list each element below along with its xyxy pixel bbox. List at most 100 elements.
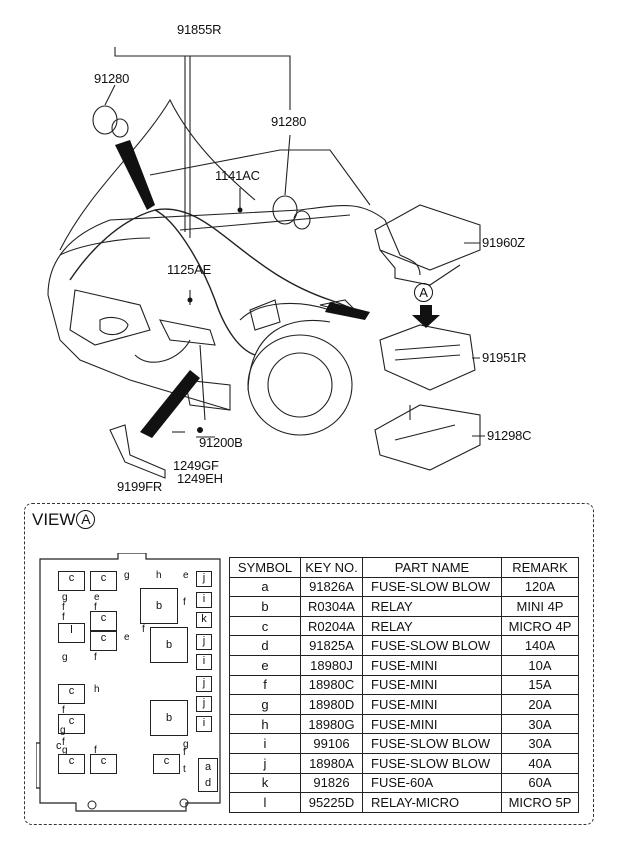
header-part-name: PART NAME [362, 557, 502, 578]
mini-fuse: g [60, 725, 66, 736]
wiring-diagram-illustration [47, 47, 485, 479]
cell-remark: 15A [501, 674, 579, 696]
mini-fuse: g [183, 739, 189, 750]
fuse-right-col: i [196, 654, 212, 670]
cell-symbol: j [229, 752, 301, 774]
cell-key-no: R0204A [300, 615, 363, 637]
cell-symbol: i [229, 733, 301, 754]
cell-symbol: d [229, 635, 301, 656]
mini-fuse: f [94, 602, 97, 613]
fuse-block: c [153, 754, 180, 774]
cell-symbol: a [229, 576, 301, 598]
fuse-box-outline [36, 553, 224, 815]
callout-1141AC: 1141AC [215, 168, 260, 183]
cell-key-no: 91826A [300, 576, 363, 598]
cell-part-name: FUSE-MINI [362, 654, 502, 676]
table-header-row: SYMBOL KEY NO. PART NAME REMARK [229, 557, 579, 578]
cell-remark: 20A [501, 694, 579, 715]
cell-key-no: 99106 [300, 733, 363, 754]
mini-fuse: f [62, 612, 65, 623]
cell-part-name: FUSE-SLOW BLOW [362, 635, 502, 656]
cell-remark: MICRO 5P [501, 792, 579, 813]
relay-block: b [150, 700, 188, 736]
view-a-panel [24, 503, 594, 825]
header-key-no: KEY NO. [300, 557, 363, 578]
header-remark: REMARK [501, 557, 579, 578]
fuse-a: a [204, 761, 212, 773]
callout-91200B: 91200B [199, 435, 243, 450]
cell-remark: MINI 4P [501, 596, 579, 617]
callout-1249EH: 1249EH [177, 471, 223, 486]
fuse-right-col: i [196, 716, 212, 732]
cell-key-no: 18980A [300, 752, 363, 774]
cell-key-no: 18980G [300, 713, 363, 735]
cell-part-name: FUSE-SLOW BLOW [362, 752, 502, 774]
cell-symbol: k [229, 772, 301, 794]
mini-fuse: g [62, 652, 68, 663]
mini-fuse: f [183, 747, 186, 758]
fuse-right-col: j [196, 676, 212, 692]
mini-fuse: f [94, 745, 97, 756]
cell-part-name: FUSE-MINI [362, 694, 502, 715]
mini-fuse: g [62, 592, 68, 603]
cell-symbol: e [229, 654, 301, 676]
cell-key-no: 18980J [300, 654, 363, 676]
mini-fuse: f [94, 652, 97, 663]
mini-fuse: e [94, 592, 100, 603]
fuse-a-d-block: a d [198, 758, 218, 792]
cell-remark: 10A [501, 654, 579, 676]
cell-symbol: h [229, 713, 301, 735]
fuse-block: c [90, 611, 117, 631]
cell-remark: 30A [501, 713, 579, 735]
header-symbol: SYMBOL [229, 557, 301, 578]
cell-symbol: b [229, 596, 301, 617]
callout-9199FR: 9199FR [117, 479, 163, 494]
relay-block: b [150, 627, 188, 663]
fuse-block: l [58, 623, 85, 643]
callout-91951R: 91951R [482, 350, 527, 365]
cell-remark: 120A [501, 576, 579, 598]
view-marker-a: A [414, 283, 433, 302]
cell-remark: 140A [501, 635, 579, 656]
view-circle-marker: A [76, 510, 96, 529]
cell-part-name: RELAY [362, 615, 502, 637]
callout-1125AE: 1125AE [167, 262, 212, 277]
mini-fuse: t [183, 764, 186, 775]
mini-fuse: f [62, 737, 65, 748]
cell-part-name: FUSE-MINI [362, 713, 502, 735]
callout-91280-left: 91280 [94, 71, 130, 86]
callout-91855R: 91855R [177, 22, 222, 37]
cell-part-name: RELAY [362, 596, 502, 617]
cell-part-name: FUSE-SLOW BLOW [362, 576, 502, 598]
cell-key-no: R0304A [300, 596, 363, 617]
relay-block: b [140, 588, 178, 624]
cell-key-no: 95225D [300, 792, 363, 813]
fuse-right-col: j [196, 571, 212, 587]
callout-1249GF: 1249GF [173, 458, 219, 473]
cell-symbol: g [229, 694, 301, 715]
cell-part-name: FUSE-SLOW BLOW [362, 733, 502, 754]
callout-91298C: 91298C [487, 428, 532, 443]
cell-key-no: 18980D [300, 694, 363, 715]
cell-key-no: 91826 [300, 772, 363, 794]
mini-fuse: h [94, 684, 100, 695]
cell-symbol: l [229, 792, 301, 813]
view-marker-letter: A [419, 285, 428, 300]
fuse-block: c [90, 571, 117, 591]
mini-fuse: h [156, 570, 162, 581]
fuse-right-col: i [196, 592, 212, 608]
